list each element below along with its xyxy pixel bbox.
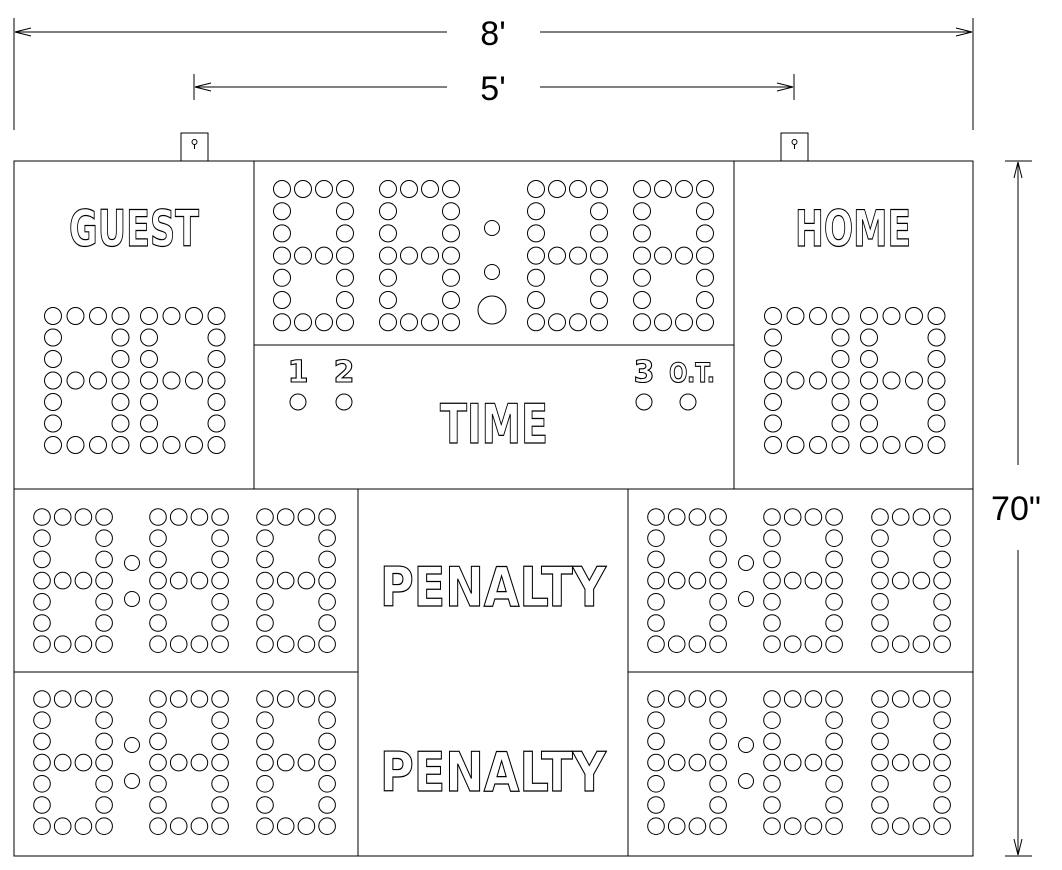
dimension-width-inner: 5': [193, 70, 795, 108]
game-clock-digit: [633, 180, 714, 332]
period-2-label: 2: [334, 355, 355, 390]
home-penalty-2-digit: [871, 690, 951, 836]
penalty-label-top: PENALTY: [380, 556, 607, 619]
home-penalty-1-colon-dot: [738, 591, 754, 607]
home-penalty-1-digit: [647, 508, 727, 654]
period-3-label: 3: [634, 355, 655, 390]
dimension-width-total-label: 8': [480, 15, 505, 53]
period-3-lamp: [635, 393, 653, 411]
period-2-lamp: [335, 393, 353, 411]
guest-label: GUEST: [69, 200, 199, 258]
guest-penalty-2-digit: [149, 690, 229, 836]
guest-penalty-1-digit: [149, 508, 229, 654]
dimension-height-label: 70": [991, 490, 1041, 528]
guest-penalty-2-colon-dot: [124, 773, 140, 789]
game-clock-digit: [273, 180, 354, 332]
mounting-bracket-right: [780, 132, 809, 162]
game-clock-digit: [527, 180, 608, 332]
home-penalty-1-colon-dot: [738, 555, 754, 571]
home-penalty-2-colon-dot: [738, 737, 754, 753]
mounting-bracket-left: [180, 132, 209, 162]
guest-penalty-1-colon-dot: [124, 591, 140, 607]
game-clock-digit: [379, 180, 460, 332]
home-penalty-2-colon-dot: [738, 773, 754, 789]
overtime-label: O.T.: [669, 358, 715, 389]
dimension-width-inner-label: 5': [480, 70, 505, 108]
guest-penalty-1-digit: [33, 508, 113, 654]
guest-penalty-2-colon-dot: [124, 737, 140, 753]
dimension-height: 70": [991, 160, 1041, 857]
overtime-lamp: [679, 393, 697, 411]
guest-penalty-2-digit: [33, 690, 113, 836]
period-1-label: 1: [288, 355, 309, 390]
game-clock-decimal-dot: [477, 295, 507, 325]
guest-penalty-1-colon-dot: [124, 555, 140, 571]
home-penalty-2-digit: [647, 690, 727, 836]
home-penalty-1-digit: [871, 508, 951, 654]
game-clock-colon-dot: [484, 264, 500, 280]
home-score-digit: [764, 307, 850, 454]
led-digit-layer: [33, 180, 951, 836]
home-score-digit: [860, 307, 946, 454]
home-label: HOME: [795, 200, 911, 258]
guest-score-digit: [140, 307, 226, 454]
home-penalty-1-digit: [763, 508, 843, 654]
dimension-width-total: 8': [13, 15, 974, 130]
period-1-lamp: [289, 393, 307, 411]
home-penalty-2-digit: [763, 690, 843, 836]
guest-score-digit: [44, 307, 130, 454]
guest-penalty-1-digit: [256, 508, 336, 654]
penalty-label-bottom: PENALTY: [380, 741, 607, 804]
guest-penalty-2-digit: [256, 690, 336, 836]
time-label: TIME: [440, 393, 548, 456]
game-clock-colon-dot: [484, 220, 500, 236]
